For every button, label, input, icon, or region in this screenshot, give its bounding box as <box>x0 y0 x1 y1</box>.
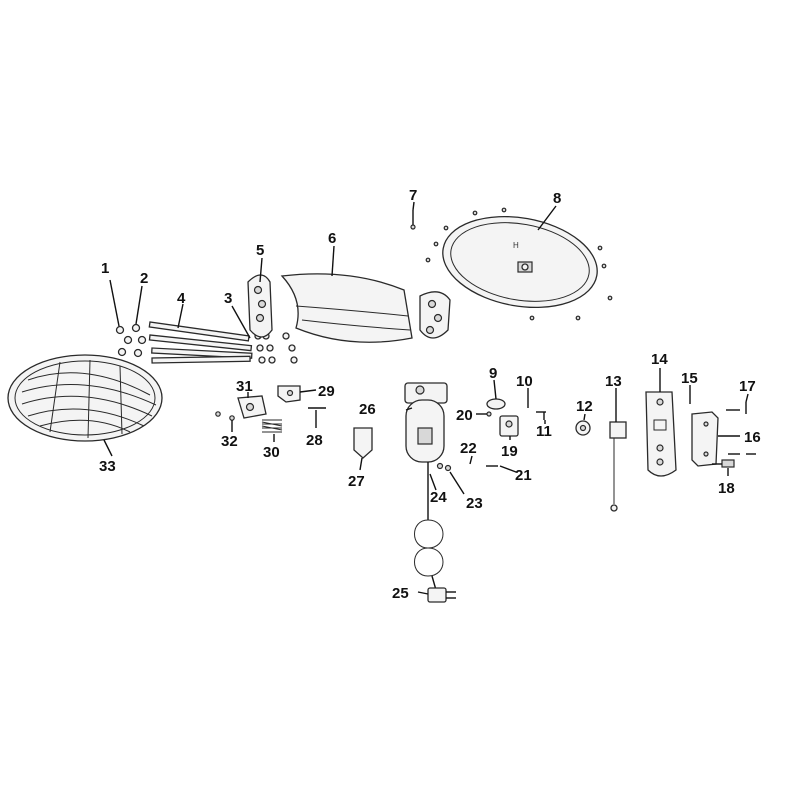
part-label-3: 3 <box>224 290 232 307</box>
support-rods <box>148 321 253 364</box>
power-plug <box>427 587 456 603</box>
part-label-26: 26 <box>359 401 376 418</box>
part-label-13: 13 <box>605 373 622 390</box>
part-label-31: 31 <box>236 378 253 395</box>
power-cord <box>414 462 444 591</box>
part-label-19: 19 <box>501 443 518 460</box>
wall-screws <box>726 402 756 455</box>
part-label-16: 16 <box>744 429 761 446</box>
angle-bracket <box>277 385 301 403</box>
pull-switch <box>609 421 627 512</box>
part-label-20: 20 <box>456 407 473 424</box>
side-mount-plate <box>419 291 451 339</box>
switch-screws <box>486 411 546 467</box>
svg-text:H: H <box>513 241 519 250</box>
part-label-25: 25 <box>392 585 409 602</box>
box-screws <box>436 462 452 472</box>
part-label-30: 30 <box>263 444 280 461</box>
part-label-11: 11 <box>536 423 552 440</box>
mounting-plate <box>691 411 719 467</box>
part-label-4: 4 <box>177 290 186 307</box>
indicator-disc <box>575 420 591 436</box>
part-label-32: 32 <box>221 433 238 450</box>
front-grille <box>7 354 163 442</box>
tension-spring <box>261 419 283 433</box>
rear-housing: H <box>442 215 598 309</box>
part-label-33: 33 <box>99 458 116 475</box>
part-label-1: 1 <box>101 260 109 277</box>
part-label-27: 27 <box>348 473 365 490</box>
part-label-6: 6 <box>328 230 336 247</box>
rear-mount-plate <box>247 274 273 338</box>
part-label-7: 7 <box>409 187 417 204</box>
top-screw <box>410 210 416 230</box>
part-label-28: 28 <box>306 432 323 449</box>
part-number-labels: 1 2 3 4 5 6 7 8 9 10 11 12 13 14 15 16 1… <box>99 187 761 602</box>
switch-knob <box>486 398 506 410</box>
part-label-18: 18 <box>718 480 735 497</box>
terminal-cover <box>353 427 373 459</box>
wall-anchor <box>712 459 735 468</box>
part-label-15: 15 <box>681 370 698 387</box>
part-label-22: 22 <box>460 440 477 457</box>
part-label-5: 5 <box>256 242 264 259</box>
reflector-panel <box>280 273 413 343</box>
small-nut-rings <box>115 323 147 358</box>
tilt-bracket <box>237 395 267 419</box>
part-label-2: 2 <box>140 270 148 287</box>
part-label-14: 14 <box>651 351 668 368</box>
housing-screws <box>425 207 613 321</box>
part-label-12: 12 <box>576 398 593 415</box>
part-label-29: 29 <box>318 383 335 400</box>
wall-bracket <box>645 391 677 477</box>
part-label-21: 21 <box>515 467 532 484</box>
small-screws <box>215 411 235 421</box>
part-label-8: 8 <box>553 190 561 207</box>
control-box <box>404 382 448 463</box>
part-label-9: 9 <box>489 365 497 382</box>
part-label-10: 10 <box>516 373 533 390</box>
part-label-17: 17 <box>739 378 756 395</box>
leader-lines <box>103 201 749 595</box>
part-label-24: 24 <box>430 489 447 506</box>
part-label-23: 23 <box>466 495 483 512</box>
switch-unit <box>499 415 519 437</box>
